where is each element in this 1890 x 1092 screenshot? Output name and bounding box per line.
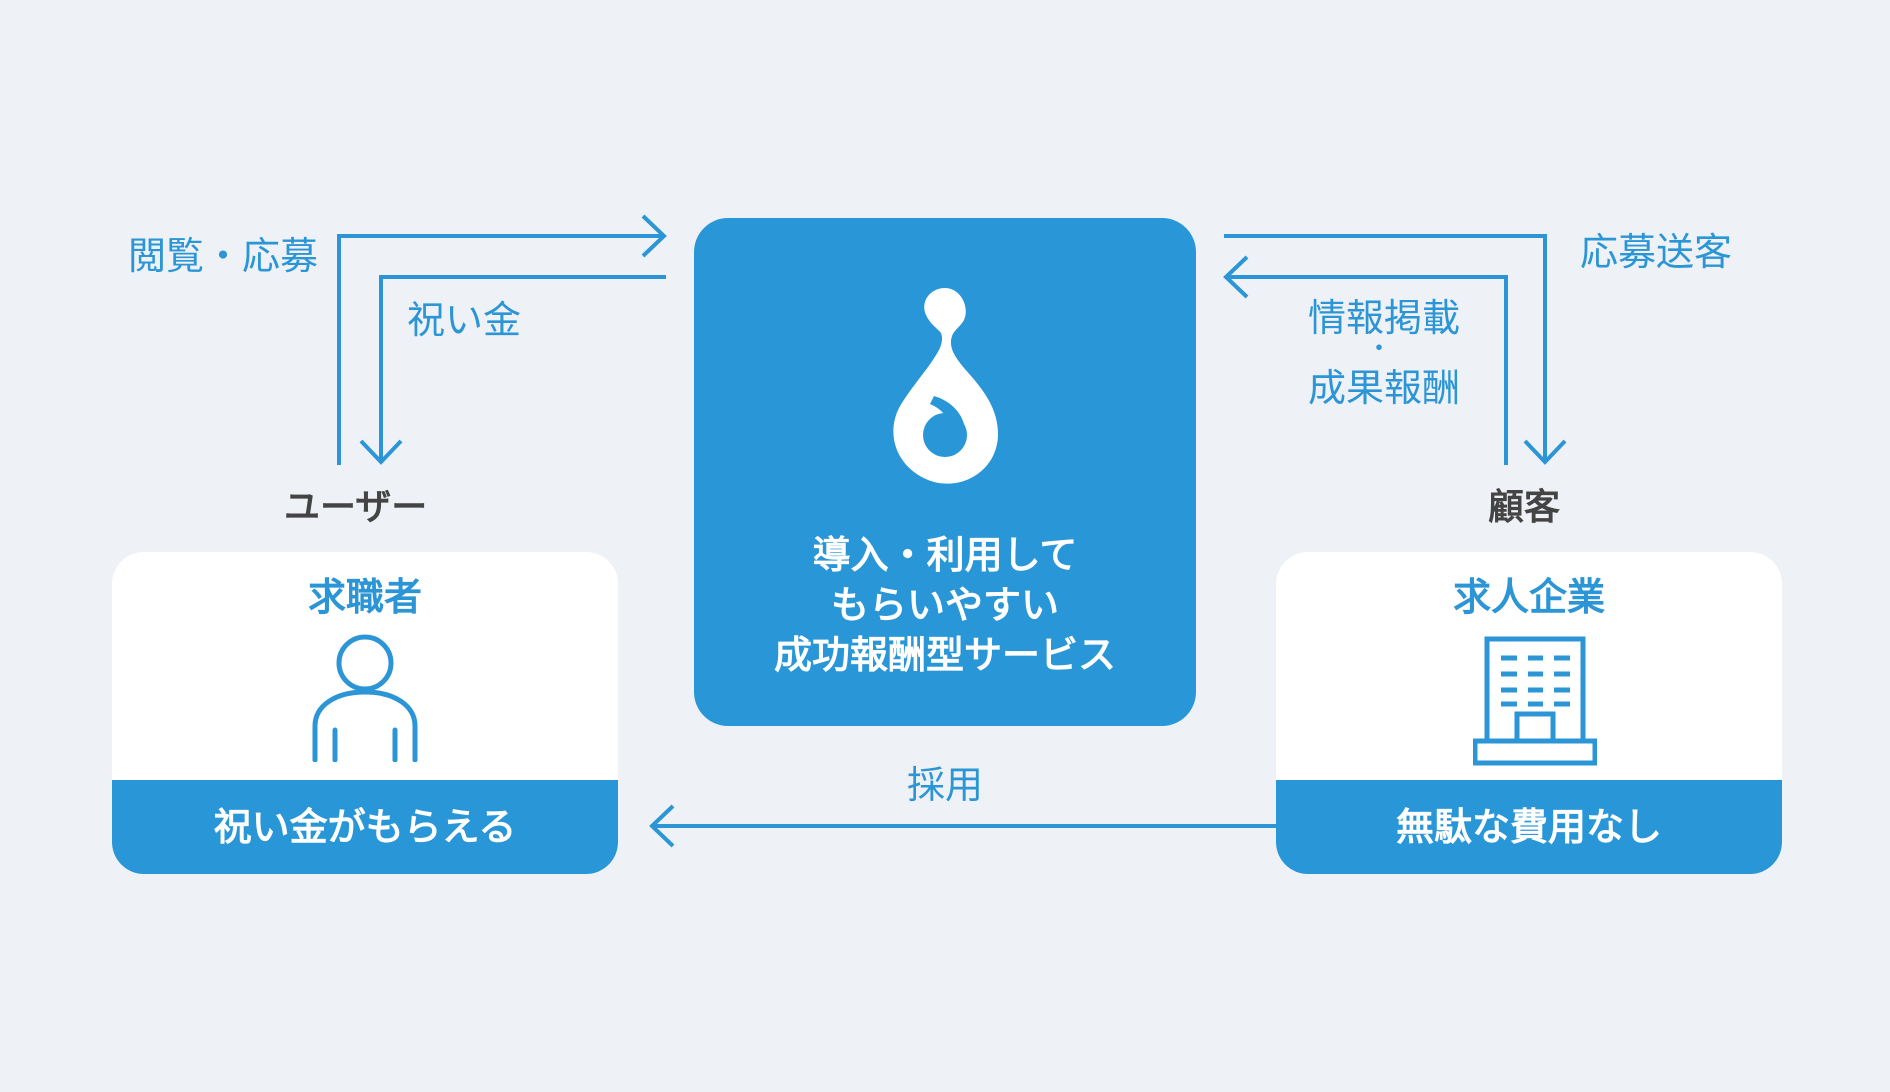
job-seeker-title: 求職者 bbox=[307, 575, 422, 619]
job-seeker-benefit: 祝い金がもらえる bbox=[112, 780, 618, 874]
label-celebration-money: 祝い金 bbox=[407, 298, 522, 342]
service-box: 導入・利用して もらいやすい 成功報酬型サービス bbox=[694, 218, 1196, 726]
hiring-company-title: 求人企業 bbox=[1452, 575, 1605, 619]
arrow-listing-fee bbox=[1226, 275, 1508, 465]
label-view-apply: 閲覧・応募 bbox=[128, 234, 319, 278]
label-separator-dot: ・ bbox=[1366, 334, 1393, 364]
arrow-celebration-money bbox=[379, 275, 666, 462]
arrowhead-send-applicants bbox=[1523, 439, 1567, 465]
label-success-fee: 成果報酬 bbox=[1308, 366, 1461, 410]
service-line-2: もらいやすい bbox=[830, 583, 1059, 627]
label-send-applicants: 応募送客 bbox=[1580, 230, 1733, 274]
arrow-view-apply bbox=[337, 234, 664, 465]
hiring-company-card: 求人企業 無駄な費用なし bbox=[1276, 552, 1782, 874]
service-line-3: 成功報酬型サービス bbox=[773, 633, 1116, 677]
role-user: ユーザー bbox=[284, 487, 428, 528]
arrowhead-listing-fee bbox=[1223, 255, 1249, 299]
service-description: 導入・利用して もらいやすい 成功報酬型サービス bbox=[694, 530, 1196, 680]
office-building-icon bbox=[1473, 636, 1597, 766]
label-listing: 情報掲載 bbox=[1308, 296, 1461, 340]
hiring-company-benefit: 無駄な費用なし bbox=[1276, 780, 1782, 874]
arrowhead-celebration-money bbox=[359, 439, 403, 465]
job-seeker-card: 求職者 祝い金がもらえる bbox=[112, 552, 618, 874]
service-line-1: 導入・利用して bbox=[812, 533, 1078, 577]
arrow-send-applicants bbox=[1224, 234, 1547, 462]
role-client: 顧客 bbox=[1488, 487, 1561, 528]
arrowhead-view-apply bbox=[641, 214, 667, 258]
person-icon bbox=[312, 634, 418, 762]
arrowhead-hiring bbox=[649, 804, 675, 848]
drop-logo-icon bbox=[893, 288, 998, 484]
label-hiring: 採用 bbox=[907, 763, 984, 807]
